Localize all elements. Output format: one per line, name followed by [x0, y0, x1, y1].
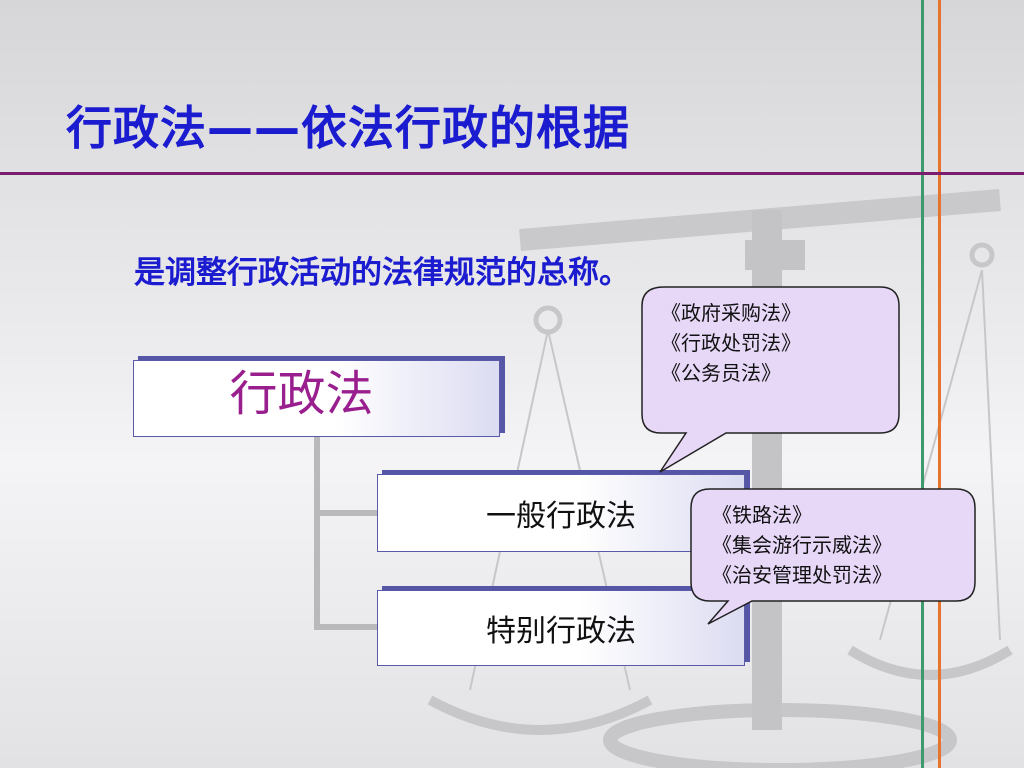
tree-connector-branch-1 — [314, 510, 378, 516]
main-box-label: 行政法 — [229, 365, 374, 422]
callout-general-line: 《政府采购法》 — [661, 301, 801, 325]
callout-general-line: 《行政处罚法》 — [661, 331, 801, 355]
callout-general-line: 《公务员法》 — [661, 361, 781, 385]
accent-line-orange — [938, 0, 941, 768]
slide-title: 行政法——依法行政的根据 — [66, 101, 630, 155]
callout-special-line: 《铁路法》 — [712, 503, 812, 527]
title-rule — [0, 172, 1024, 175]
sub-box-general-law: 一般行政法 — [377, 474, 745, 552]
accent-line-green — [921, 0, 924, 768]
sub-box-special-label: 特别行政法 — [486, 614, 636, 649]
callout-general-text: 《政府采购法》 《行政处罚法》 《公务员法》 — [661, 298, 801, 388]
slide-subtitle: 是调整行政活动的法律规范的总称。 — [134, 255, 630, 291]
main-box-administrative-law: 行政法 — [133, 360, 500, 437]
tree-connector-branch-2 — [314, 624, 378, 630]
sub-box-general-label: 一般行政法 — [486, 499, 636, 534]
callout-special-text: 《铁路法》 《集会游行示威法》 《治安管理处罚法》 — [712, 500, 892, 590]
callout-special-line: 《治安管理处罚法》 — [712, 563, 892, 587]
callout-special-line: 《集会游行示威法》 — [712, 533, 892, 557]
tree-connector-vertical — [314, 437, 320, 630]
sub-box-special-law: 特别行政法 — [377, 590, 745, 666]
